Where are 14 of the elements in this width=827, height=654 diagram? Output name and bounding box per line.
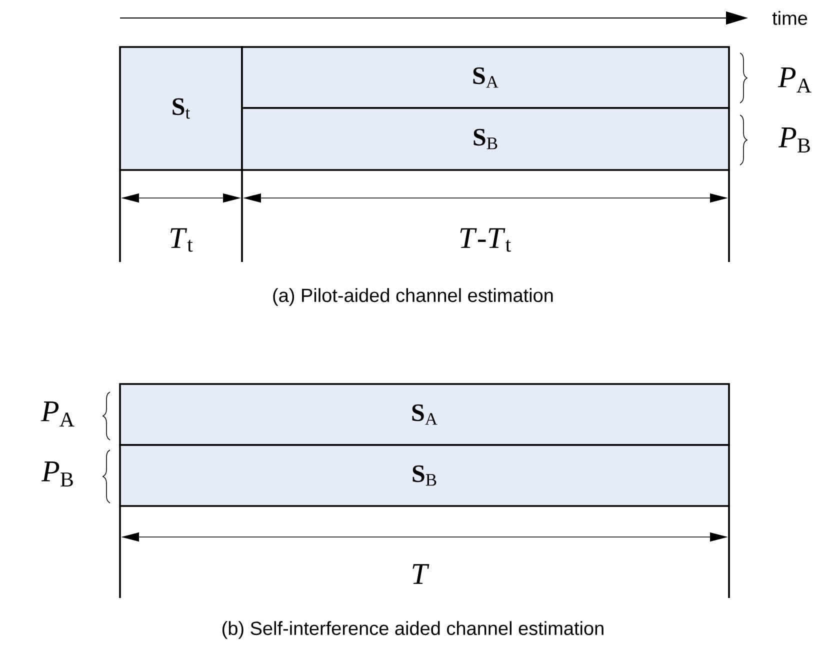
caption: (a) Pilot-aided channel estimation — [273, 288, 553, 306]
power-label: P$_{A}$ — [778, 68, 812, 92]
duration-label: T$_{t}$ — [170, 228, 193, 252]
duration-label: T — [412, 564, 430, 584]
duration-label: T-T$_{t}$ — [460, 228, 511, 252]
signal-block: S$_{A}$ — [241, 46, 730, 109]
power-label: P$_{A}$ — [40, 402, 74, 426]
signal-block: S$_{t}$ — [119, 46, 243, 171]
power-label: P$_{B}$ — [778, 128, 810, 152]
power-label: P$_{B}$ — [41, 462, 73, 486]
signal-block: S$_{B}$ — [119, 444, 730, 507]
time-label: time — [772, 11, 808, 25]
caption: (b) Self-interference aided channel estimation — [222, 621, 604, 639]
signal-block: S$_{A}$ — [119, 383, 730, 446]
